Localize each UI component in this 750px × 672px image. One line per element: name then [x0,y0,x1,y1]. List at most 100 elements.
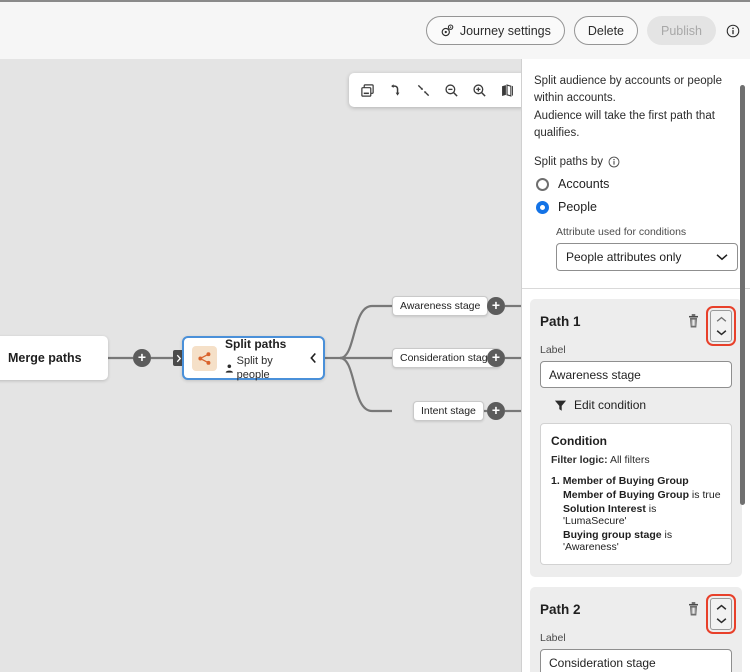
path-1-rule-2: Solution Interest is 'LumaSecure' [551,503,721,527]
filter-icon [554,399,567,412]
radio-people-label: People [558,200,597,214]
journey-settings-label: Journey settings [459,23,551,38]
path-1-rule-1-value: true [702,489,721,501]
person-icon [225,364,233,373]
path-2-label-input[interactable]: Consideration stage [540,649,732,672]
chevron-down-icon [716,253,728,261]
expand-left-handle[interactable] [173,350,184,366]
path-2-reorder-stepper[interactable] [706,594,736,634]
path-2-title: Path 2 [540,602,581,617]
split-paths-node[interactable]: Split paths Split by people [182,334,325,383]
panel-divider [521,59,522,672]
chevron-down-icon[interactable] [712,327,730,338]
top-toolbar: Journey settings Delete Publish [0,0,750,59]
path-1-title: Path 1 [540,314,581,329]
radio-option-accounts[interactable]: Accounts [522,168,750,191]
radio-accounts-indicator [536,177,549,191]
path-1-condition-title: Condition [551,434,607,448]
duplicate-icon[interactable] [355,78,380,103]
trash-icon[interactable] [682,310,704,332]
panel-separator [522,288,750,289]
delete-label: Delete [587,23,624,38]
attribute-select[interactable]: People attributes only [556,243,738,271]
merge-paths-node[interactable]: Merge paths [0,336,108,380]
path-1-condition-rules: 1. Member of Buying Group Member of Buyi… [551,475,721,553]
split-node-title: Split paths [225,336,287,351]
panel-intro: Split audience by accounts or people wit… [522,59,750,142]
path-1-rule-3-op: is [664,529,673,541]
attribute-field: Attribute used for conditions People att… [522,214,750,271]
path-1-rule-3-value: 'Awareness' [563,541,619,553]
info-circle-icon[interactable] [608,156,620,168]
branch-label-1-text: Awareness stage [400,300,481,312]
split-share-icon [192,345,217,371]
delete-button[interactable]: Delete [573,16,638,45]
branch-label-2[interactable]: Consideration stage [392,348,502,368]
path-card-2-header: Path 2 [540,594,736,634]
plus-icon: + [491,297,501,313]
path-1-reorder-stepper[interactable] [706,306,736,346]
path-1-edit-condition-button[interactable]: Edit condition [554,398,732,412]
plus-icon: + [491,349,501,365]
fit-to-screen-icon[interactable] [411,78,436,103]
path-1-filter-logic-label: Filter logic: [551,454,608,466]
path-card-1: Path 1 [530,299,742,577]
radio-accounts-label: Accounts [558,177,610,191]
chevron-right-icon [176,354,182,362]
chevron-up-icon[interactable] [712,602,730,613]
panel-scrollbar[interactable] [740,85,745,505]
branch-label-1[interactable]: Awareness stage [392,296,489,316]
attribute-select-value: People attributes only [566,250,682,264]
merge-paths-label: Merge paths [8,351,82,365]
split-node-subtitle: Split by people [236,354,273,381]
path-1-edit-condition-label: Edit condition [574,398,647,412]
path-1-rule-1: Member of Buying Group is true [551,489,721,501]
plus-icon: + [491,402,501,418]
branch-label-3[interactable]: Intent stage [413,401,484,421]
plus-icon: + [137,349,147,365]
path-1-rule-3: Buying group stage is 'Awareness' [551,529,721,553]
radio-option-people[interactable]: People [522,191,750,214]
radio-people-indicator [536,200,549,214]
trash-icon[interactable] [682,598,704,620]
journey-canvas[interactable]: Merge paths + Split paths [0,59,521,672]
path-1-rule-group: 1. Member of Buying Group [551,475,721,487]
chevron-left-icon[interactable] [307,352,323,364]
add-step-button-branch-2[interactable]: + [487,349,505,367]
journey-settings-button[interactable]: Journey settings [425,16,565,45]
path-1-label-value: Awareness stage [549,367,641,382]
publish-button[interactable]: Publish [647,16,716,45]
branch-label-3-text: Intent stage [421,405,476,417]
path-1-rule-group-name: Member of Buying Group [562,475,689,487]
path-1-rule-2-op: is [648,503,657,515]
split-paths-settings-panel: Split audience by accounts or people wit… [522,59,750,672]
chevron-down-icon[interactable] [712,615,730,626]
add-step-button-branch-3[interactable]: + [487,402,505,420]
add-step-button-merge[interactable]: + [133,349,151,367]
path-1-rule-3-attr: Buying group stage [563,529,662,541]
split-node-subtitle-row: Split by people [225,355,299,383]
path-card-1-header: Path 1 [540,306,736,346]
gear-icon [440,23,454,38]
split-node-text: Split paths Split by people [225,334,299,383]
path-1-filter-logic: Filter logic: All filters [551,454,721,466]
zoom-in-icon[interactable] [467,78,492,103]
path-1-label-caption: Label [540,344,566,356]
canvas-toolbar [349,73,521,107]
zoom-out-icon[interactable] [439,78,464,103]
path-1-rule-index: 1. [551,475,560,487]
panel-intro-line-2: Audience will take the first path that q… [534,109,715,139]
undo-redo-icon[interactable] [383,78,408,103]
panel-scroll-content: Split audience by accounts or people wit… [522,59,750,672]
path-2-label-value: Consideration stage [549,655,656,670]
path-1-label-input[interactable]: Awareness stage [540,361,732,388]
add-step-button-branch-1[interactable]: + [487,297,505,315]
chevron-up-icon[interactable] [712,314,730,325]
mini-map-icon[interactable] [495,78,520,103]
path-1-filter-logic-value: All filters [609,454,650,466]
path-2-label-caption: Label [540,632,566,644]
path-card-2: Path 2 [530,587,742,672]
info-circle-icon[interactable] [726,24,740,38]
split-paths-by-label: Split paths by [534,156,604,168]
